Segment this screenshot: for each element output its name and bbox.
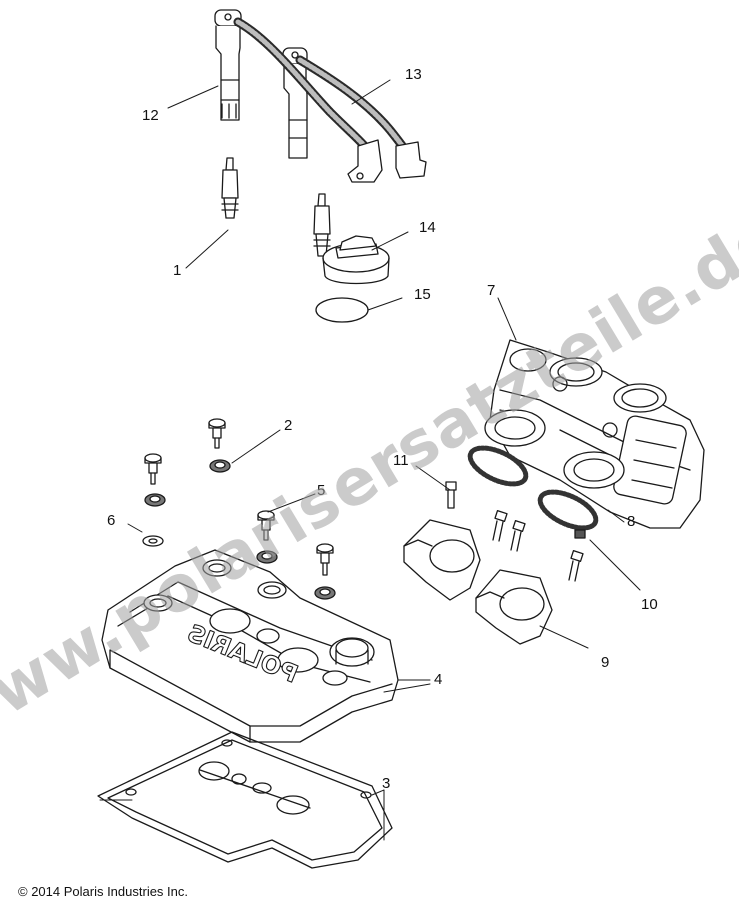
callout-9: 9 [601,654,610,671]
copyright: © 2014 Polaris Industries Inc. [18,884,188,899]
callout-10: 10 [641,596,658,613]
callout-8: 8 [627,513,636,530]
spark-plug-wire-13 [233,17,427,183]
washer-6 [142,535,164,547]
intake-bolts-11 [445,481,584,582]
callout-6: 6 [107,512,116,529]
throttle-body-7 [484,339,705,529]
hose-clamp-10 [467,445,599,539]
oil-fill-cap-14 [322,235,390,285]
callout-4: 4 [434,671,443,688]
callout-14: 14 [419,219,436,236]
cover-bolts-2-5 [144,418,336,600]
intake-boot-9 [403,519,553,645]
callout-5: 5 [317,482,326,499]
spark-plug-boot-12 [214,9,308,159]
spark-plug-1 [221,157,331,257]
callout-2: 2 [284,417,293,434]
callout-12: 12 [142,107,159,124]
callout-13: 13 [405,66,422,83]
o-ring-15 [315,297,369,323]
callout-15: 15 [414,286,431,303]
valve-cover-4: POLARIS [101,549,399,743]
callout-7: 7 [487,282,496,299]
callout-1: 1 [173,262,182,279]
callout-11: 11 [393,452,409,469]
valve-cover-gasket-3 [97,731,393,869]
leader-lines [99,79,641,841]
callout-3: 3 [382,775,391,792]
